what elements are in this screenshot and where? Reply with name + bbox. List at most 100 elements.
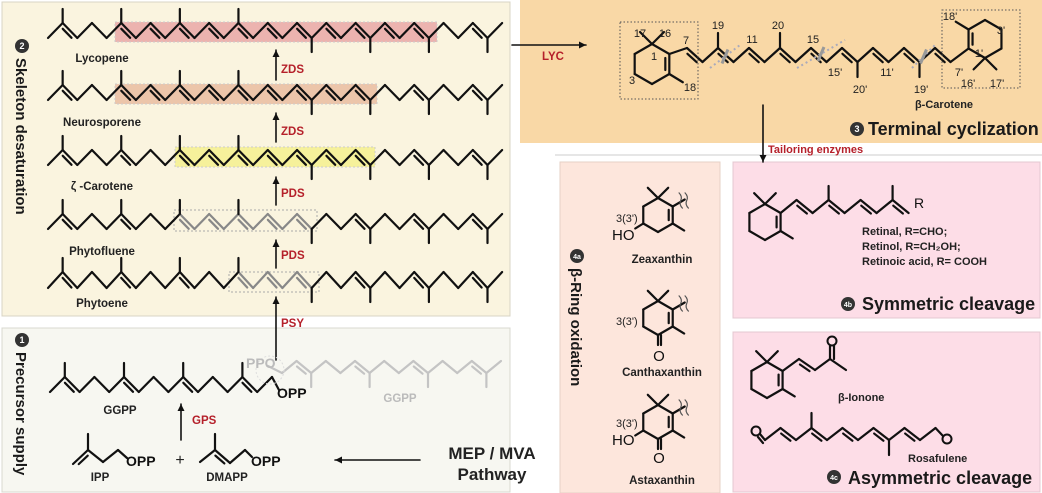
double-bond-line [149, 27, 161, 39]
rosafulene-bond [918, 426, 937, 442]
badge-4c [827, 470, 841, 484]
double-bond-line [237, 276, 249, 289]
astaxanthin-methyl [646, 393, 660, 407]
double-bond-line [325, 27, 337, 39]
phytofluene-bond [193, 212, 211, 231]
phytoene-bond [281, 270, 299, 290]
lycopene-bond [120, 21, 137, 40]
double-bond-line [120, 154, 132, 166]
phytoene-bond [427, 270, 445, 290]
neurosporene-bond [193, 83, 211, 102]
ggpp-bond [108, 375, 126, 394]
double-bond-line [748, 52, 760, 64]
beta-carotene-bond [902, 46, 921, 64]
rosafulene-oxygen [750, 425, 762, 437]
precursor-supply-title: Precursor supply [12, 352, 29, 476]
canthaxanthin-ring-bond [656, 299, 674, 311]
lycopene-bond [471, 21, 489, 40]
phytoene-bond [369, 270, 387, 290]
lycopene-bond [46, 21, 64, 40]
double-bond-line [354, 365, 366, 375]
phytofluene-bond [442, 212, 460, 231]
lycopene-bond [486, 21, 504, 40]
zeaxanthin-ring-bond [656, 222, 674, 234]
zeta-carotene-bond [486, 148, 504, 167]
zeta-carotene-bond [310, 148, 328, 167]
cleavage-site-marker [720, 48, 730, 65]
rosafulene-bond [794, 426, 813, 442]
enzyme-pds-1: PDS [281, 188, 305, 200]
rosafulene-bond [779, 426, 798, 442]
ggpp-bond [182, 375, 200, 394]
plus-sign: + [175, 452, 184, 469]
canthaxanthin-chain [671, 301, 686, 311]
double-bond-line [77, 454, 89, 466]
canthaxanthin-chain-wavy [684, 295, 690, 312]
neurosporene-bond [237, 83, 255, 102]
compound-zeta-carotene: ζ -Carotene [71, 181, 133, 193]
beta-carotene-bond [794, 46, 813, 64]
zeta-carotene-bond [427, 148, 445, 167]
double-bond-line [903, 52, 915, 64]
phytoene-bond [222, 270, 240, 290]
neurosporene-bond [325, 83, 343, 102]
double-bond-line [471, 276, 483, 289]
beta-ionone-bond [781, 357, 801, 373]
ggpp-faded-bond [456, 359, 473, 375]
retinoid-bond [859, 198, 878, 215]
zeaxanthin-ring-bond [642, 222, 660, 234]
atom-number: 18' [943, 11, 957, 23]
atom-number: 15 [807, 34, 819, 46]
lycopene-bond [325, 21, 343, 40]
compound-phytoene: Phytoene [76, 298, 128, 310]
double-bond-line [237, 89, 249, 101]
phytofluene-bond [295, 212, 313, 231]
beta-carotene-left-ring-bond [633, 72, 654, 86]
lycopene-bond [310, 21, 328, 40]
phytoene-bond [237, 270, 255, 290]
double-bond-line [182, 381, 194, 393]
ggpp-bond [196, 375, 214, 394]
canthaxanthin-methyl [671, 325, 686, 335]
beta-carotene-bond [747, 46, 766, 64]
beta-carotene-left-ring-bond [633, 42, 654, 56]
beta-carotene-left-methyl [668, 72, 684, 84]
phytofluene-bond [46, 212, 64, 231]
compound-rosafulene: Rosafulene [908, 453, 967, 465]
phytoene-bond [266, 270, 284, 290]
beta-ionone-ring-bond [750, 360, 769, 373]
compound-beta-ionone: β-Ionone [838, 392, 884, 404]
phytoene-bond [46, 270, 64, 290]
arrow-tailoring-head [759, 155, 767, 162]
zeta-carotene-bond [105, 148, 123, 167]
lycopene-bond [237, 21, 255, 40]
double-bond-line [383, 27, 395, 39]
astaxanthin-chain-wavy [678, 399, 684, 416]
phytofluene-bond [237, 212, 255, 231]
beta-carotene-right-methyl [983, 56, 998, 71]
compound-zeaxanthin: Zeaxanthin [632, 254, 693, 266]
ipp-label: IPP [91, 472, 110, 484]
ggpp-faded-bond [339, 359, 357, 375]
atom-number: 1 [651, 51, 657, 63]
phytoene-bond [354, 270, 372, 290]
phytoene-bond [486, 270, 504, 290]
double-bond-line [325, 154, 337, 166]
phytofluene-bond [178, 212, 196, 231]
symmetric-cleavage-title: Symmetric cleavage [862, 294, 1035, 314]
astaxanthin-chain-wavy [684, 399, 690, 416]
phytofluene-bond [281, 212, 299, 231]
neurosporene-bond [266, 83, 284, 102]
lycopene-bond [76, 21, 94, 40]
cleavage-site-marker [709, 44, 741, 69]
neurosporene-bond [442, 83, 460, 102]
retinoid-methyl [753, 192, 767, 206]
ggpp-bond [256, 375, 274, 394]
double-bond-line [412, 365, 424, 375]
phytoene-bond [120, 270, 137, 290]
zeta-carotene-bond [149, 148, 167, 167]
phytofluene-bond [427, 212, 445, 231]
ggpp-faded-bond [310, 359, 327, 375]
atom-number: 20' [853, 84, 867, 96]
zeta-carotene-bond [46, 148, 64, 167]
